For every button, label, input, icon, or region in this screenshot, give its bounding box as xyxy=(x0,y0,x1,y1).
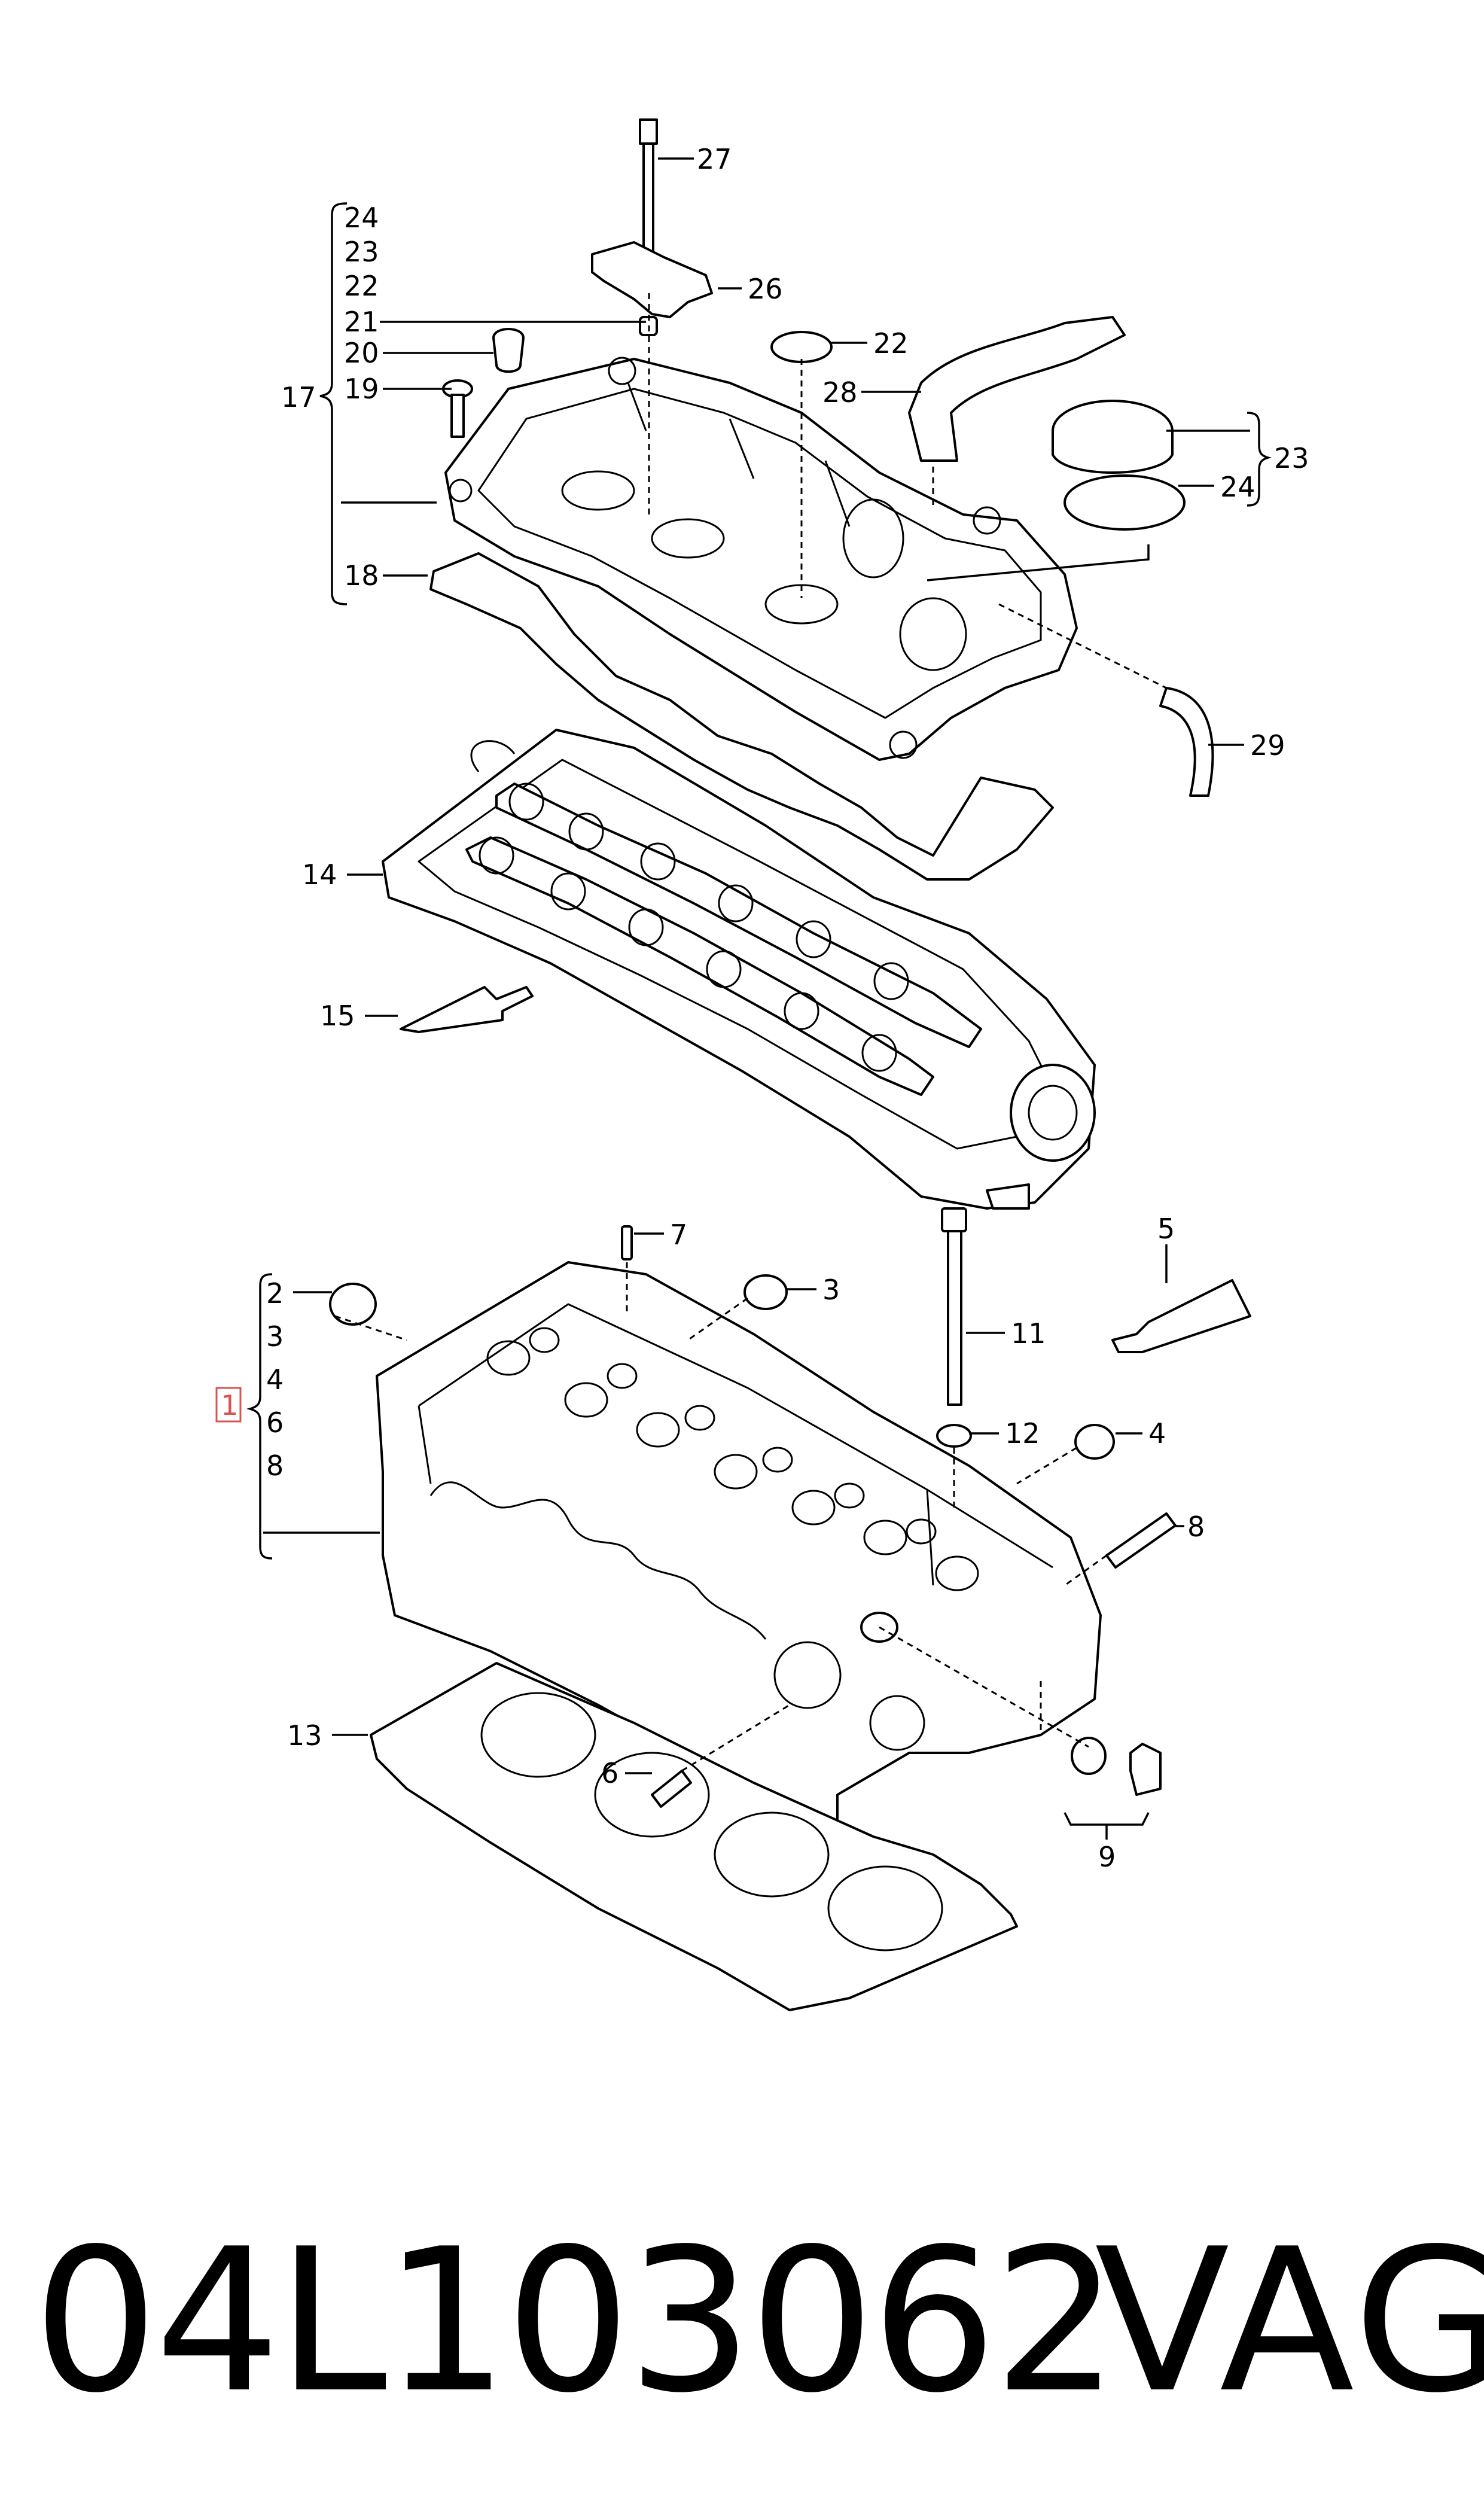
cap-2 xyxy=(329,1283,377,1326)
callout-19: 19 xyxy=(344,373,379,405)
sealant-tube-15 xyxy=(400,986,534,1033)
sealant-tube-5 xyxy=(1111,1279,1251,1353)
stud-8 xyxy=(1105,1512,1177,1569)
oil-filler-cap-23 xyxy=(1052,400,1174,474)
callout-3-list: 3 xyxy=(266,1320,284,1353)
callout-1: 1 xyxy=(221,1389,238,1421)
head-gasket-13 xyxy=(370,1662,1018,2011)
brace-23 xyxy=(1247,412,1272,507)
dowel-7 xyxy=(621,1225,633,1260)
callout-6: 6 xyxy=(601,1757,618,1789)
callout-23-upper: 23 xyxy=(344,236,379,268)
callout-2: 2 xyxy=(266,1277,284,1310)
callout-7: 7 xyxy=(670,1219,687,1251)
hose-29 xyxy=(1159,687,1214,797)
cap-3 xyxy=(743,1274,788,1310)
valve-cover xyxy=(444,357,1078,761)
callout-27: 27 xyxy=(697,143,732,175)
part-number: 04L103062 xyxy=(33,2206,1119,2436)
callout-14: 14 xyxy=(302,858,337,891)
callout-13: 13 xyxy=(287,1719,322,1752)
screw-19 xyxy=(442,379,473,438)
callout-3: 3 xyxy=(822,1274,840,1306)
callout-9: 9 xyxy=(1098,1841,1116,1873)
washer-12 xyxy=(936,1424,972,1448)
brand-name: VAG xyxy=(1095,2206,1484,2436)
callout-8: 8 xyxy=(1187,1511,1205,1543)
plug-20 xyxy=(492,328,525,373)
callout-6-list: 6 xyxy=(266,1406,284,1439)
seal-ring-9 xyxy=(1071,1737,1107,1775)
callout-28: 28 xyxy=(822,376,858,409)
seal-22 xyxy=(770,331,833,363)
cap-4 xyxy=(1074,1424,1115,1460)
callout-17: 17 xyxy=(281,381,316,413)
callout-22: 22 xyxy=(873,327,909,360)
callout-4-list: 4 xyxy=(266,1363,284,1396)
brace-1 xyxy=(246,1273,273,1560)
brace-17 xyxy=(319,202,348,605)
leader-lines xyxy=(263,157,1250,1840)
callout-11: 11 xyxy=(1011,1317,1046,1350)
callout-22-upper: 22 xyxy=(344,270,379,302)
callout-5: 5 xyxy=(1157,1213,1175,1245)
callout-26: 26 xyxy=(748,273,783,305)
camshaft-housing xyxy=(382,729,1096,1210)
dowel-pin-6 xyxy=(651,1770,692,1808)
cylinder-head xyxy=(376,1261,1102,1832)
valve-cover-gasket xyxy=(429,552,1054,881)
callout-15: 15 xyxy=(320,1000,355,1032)
callout-12: 12 xyxy=(1005,1417,1040,1450)
footer: 04L103062 VAG xyxy=(0,2202,1484,2441)
callout-24: 24 xyxy=(1220,471,1256,503)
bolt-11 xyxy=(941,1207,967,1406)
callout-21: 21 xyxy=(344,306,379,338)
callout-1-box xyxy=(215,1387,242,1423)
callout-labels: 27 26 24 23 22 21 20 19 17 18 22 28 23 2… xyxy=(215,143,1309,1873)
exploded-view-diagram: 27 26 24 23 22 21 20 19 17 18 22 28 23 2… xyxy=(215,118,1309,2011)
breather-hose-28 xyxy=(908,316,1126,462)
o-ring-24 xyxy=(1064,474,1186,531)
callout-8-list: 8 xyxy=(266,1450,284,1482)
callout-20: 20 xyxy=(344,337,379,369)
plug-9 xyxy=(1129,1743,1162,1796)
callout-29: 29 xyxy=(1250,729,1285,762)
callout-18: 18 xyxy=(344,559,379,592)
callout-24-upper: 24 xyxy=(344,202,379,234)
callout-4: 4 xyxy=(1148,1417,1166,1450)
bracket-26 xyxy=(591,241,713,318)
callout-23: 23 xyxy=(1274,442,1309,474)
